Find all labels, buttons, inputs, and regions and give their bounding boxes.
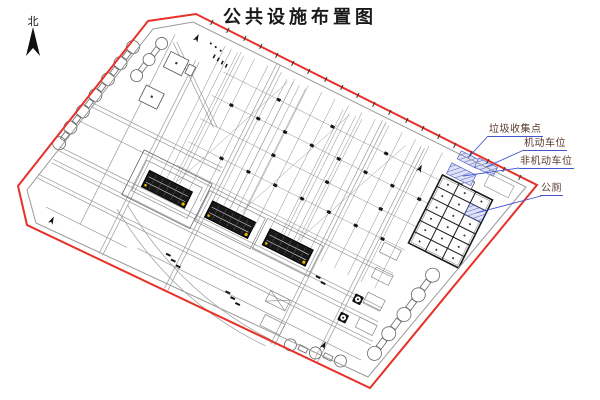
annotation-garbage: 垃圾收集点 — [488, 124, 543, 137]
annotation-motor-parking: 机动车位 — [523, 138, 567, 151]
equipment-block-2 — [194, 190, 266, 250]
page-title: 公共设施布置图 — [223, 7, 377, 27]
red-site-boundary — [16, 12, 539, 390]
leader-non-motor-parking — [462, 167, 520, 177]
non-motor-parking-pad — [446, 162, 477, 187]
empty-pad — [483, 173, 515, 199]
equipment-block-3 — [251, 217, 324, 277]
annotation-public-toilet: 公厕 — [540, 183, 563, 196]
manhole-symbols — [337, 293, 364, 324]
equipment-blocks — [121, 149, 324, 277]
north-arrow-icon — [26, 27, 40, 56]
equipment-block-1 — [131, 159, 203, 219]
leader-motor-parking — [485, 149, 525, 168]
tree-row-left — [52, 37, 169, 151]
north-label: 北 — [27, 16, 39, 28]
parking-stalls — [259, 241, 402, 336]
leader-lines — [462, 135, 542, 214]
facility-grid-building — [407, 173, 494, 270]
substation-squares — [138, 50, 197, 110]
plan-interior — [36, 34, 515, 368]
public-toilet-cell — [464, 202, 487, 223]
road-lines — [36, 34, 425, 363]
inner-boundary — [26, 21, 527, 378]
leader-public-toilet — [475, 195, 542, 214]
dot-marks — [209, 42, 222, 52]
annotation-non-motor-parking: 非机动车位 — [519, 156, 574, 169]
mini-north-marks — [48, 34, 422, 350]
leader-garbage — [467, 135, 489, 159]
boundary-tick-marks — [210, 19, 522, 181]
room-dots — [418, 183, 483, 260]
